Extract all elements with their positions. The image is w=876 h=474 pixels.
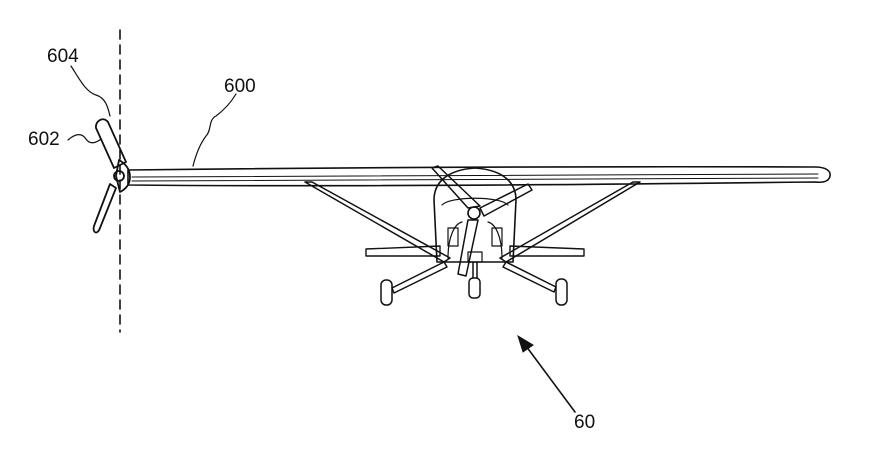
arrow-60 — [517, 334, 576, 413]
center-propeller — [431, 165, 533, 277]
landing-gear — [380, 261, 568, 306]
label-602: 602 — [28, 129, 60, 150]
wingtip-propeller — [92, 118, 131, 234]
wing-struts — [304, 181, 641, 263]
label-60: 60 — [574, 412, 595, 433]
horizontal-stabilizer — [365, 245, 585, 257]
wing — [127, 165, 831, 187]
label-604: 604 — [47, 46, 79, 67]
leader-line-600 — [192, 93, 237, 167]
leader-line-604 — [70, 65, 111, 117]
fuselage — [433, 167, 517, 263]
label-600: 600 — [224, 76, 256, 97]
leader-line-602 — [67, 134, 102, 144]
